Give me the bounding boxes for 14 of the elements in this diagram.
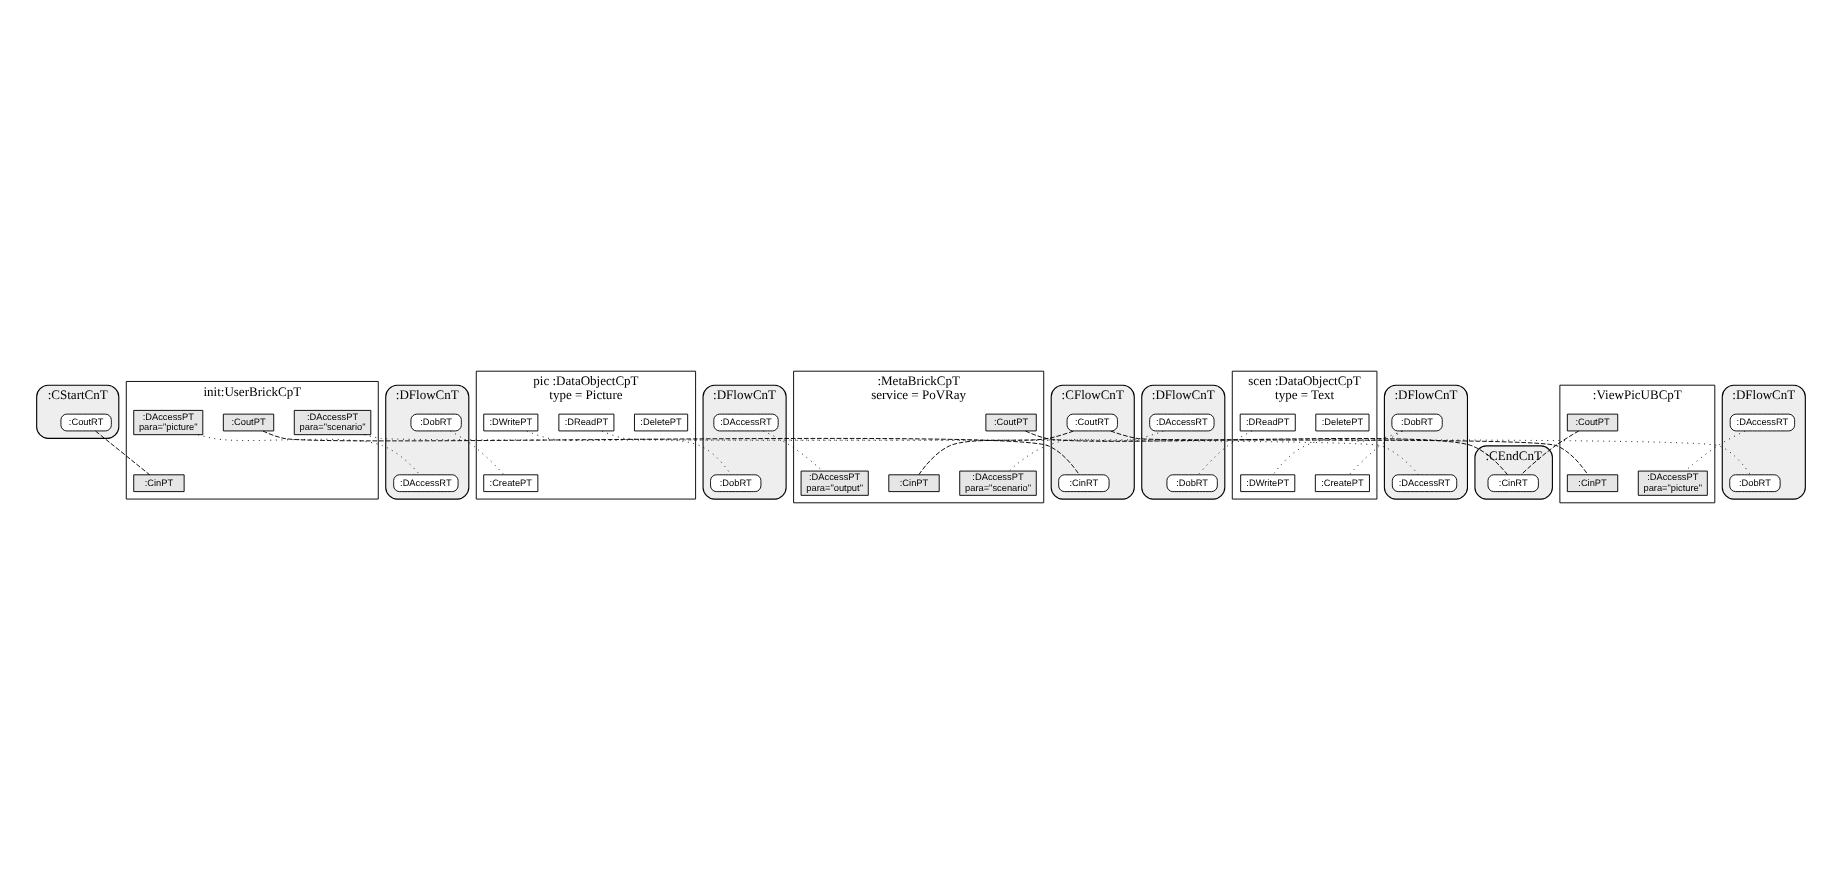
connector [918, 430, 1074, 475]
connector [526, 430, 732, 476]
connector [450, 430, 505, 476]
connector [1272, 430, 1403, 476]
connector [95, 430, 151, 476]
connector [1110, 430, 1589, 476]
connector [1348, 430, 1404, 476]
connector [197, 434, 421, 476]
connector [1025, 430, 1508, 476]
connector [1008, 430, 1164, 472]
connector [262, 430, 1080, 476]
connector [601, 430, 1751, 476]
connector [1520, 430, 1580, 476]
connector [363, 434, 1419, 476]
